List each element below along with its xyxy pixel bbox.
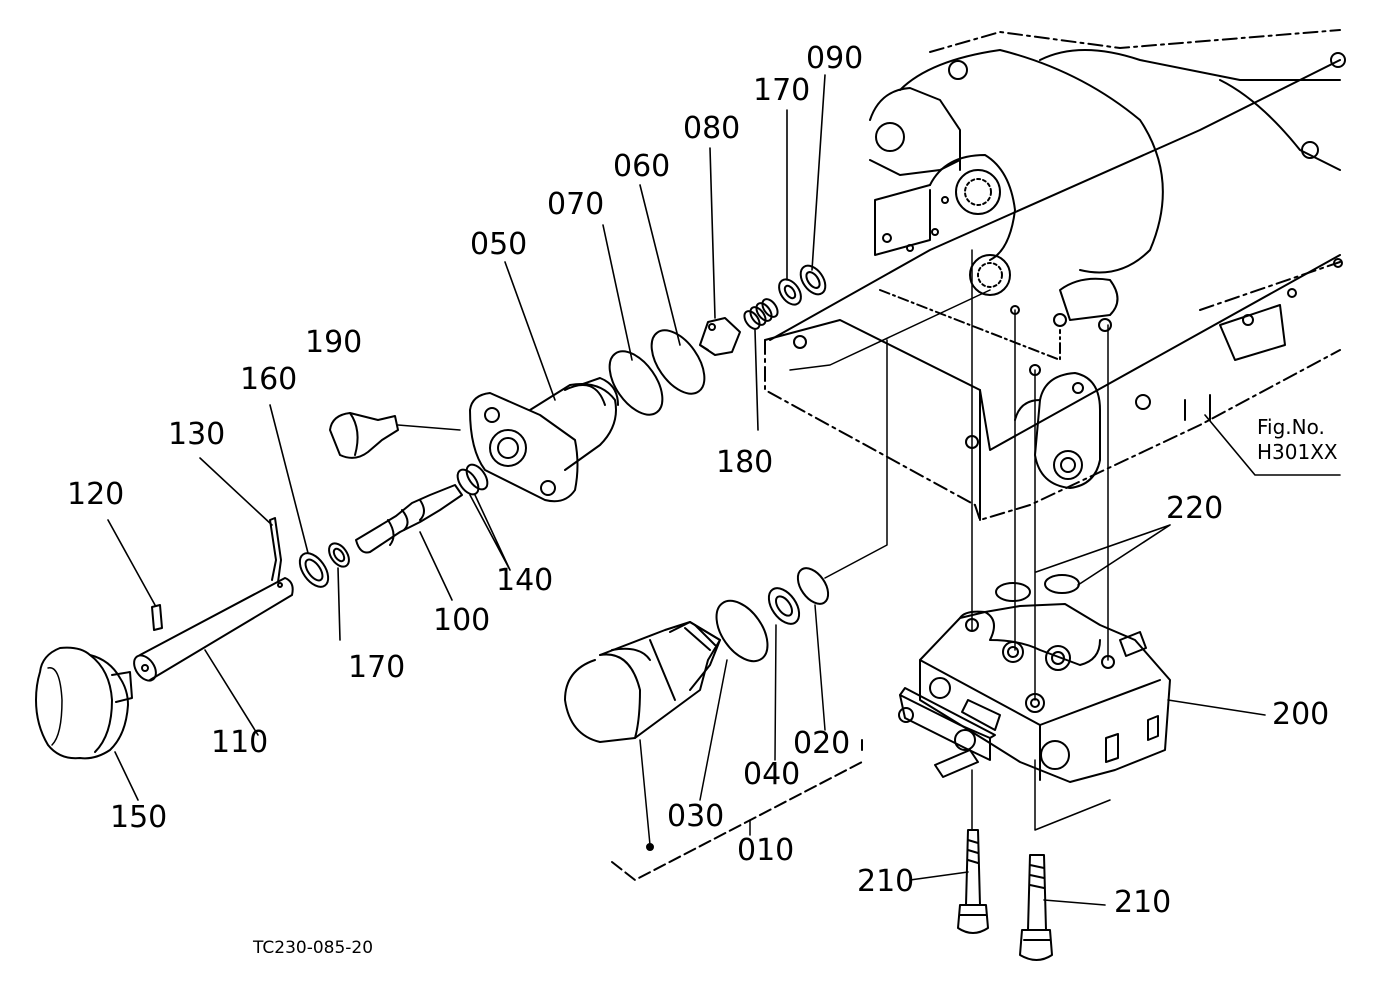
knob-150 (36, 648, 132, 759)
label-part-160: 160 (240, 362, 298, 397)
label-part-220: 220 (1166, 491, 1224, 526)
label-part-120: 120 (67, 477, 125, 512)
label-part-140: 140 (496, 563, 554, 598)
label-part-170-lower: 170 (348, 650, 406, 685)
figure-number-caption: Fig.No. H301XX (1257, 415, 1338, 465)
figure-label: Fig.No. (1257, 415, 1325, 439)
shaft-110 (130, 578, 293, 685)
o-rings-140 (453, 461, 491, 498)
figure-number: H301XX (1257, 440, 1338, 464)
spring-180 (741, 296, 780, 331)
label-part-090: 090 (806, 41, 864, 76)
poppet-080 (700, 318, 740, 355)
label-part-150: 150 (110, 800, 168, 835)
control-valve-200 (899, 604, 1170, 782)
label-part-100: 100 (433, 603, 491, 638)
relief-valve-010 (565, 563, 862, 880)
label-part-170-upper: 170 (753, 73, 811, 108)
spool-100 (356, 485, 462, 553)
label-part-200: 200 (1272, 697, 1330, 732)
cotter-pin-130 (270, 518, 281, 582)
label-part-130: 130 (168, 417, 226, 452)
label-part-080: 080 (683, 111, 741, 146)
label-part-190: 190 (305, 325, 363, 360)
label-part-070: 070 (547, 187, 605, 222)
transmission-housing (765, 30, 1345, 520)
label-part-180: 180 (716, 445, 774, 480)
label-part-110: 110 (211, 725, 269, 760)
label-part-060: 060 (613, 149, 671, 184)
alignment-lines (790, 250, 1110, 830)
drawing-code: TC230-085-20 (253, 938, 374, 958)
o-rings-220 (996, 575, 1079, 601)
washer-170 (325, 540, 353, 570)
label-part-210-left: 210 (857, 864, 915, 899)
label-part-050: 050 (470, 227, 528, 262)
leader-lines (108, 75, 1265, 905)
washers-170-090 (775, 261, 831, 308)
ring-160 (294, 548, 334, 592)
label-part-040: 040 (743, 757, 801, 792)
bolts-210 (958, 830, 1052, 960)
plug-190 (330, 413, 460, 458)
label-part-210-right: 210 (1114, 885, 1172, 920)
label-part-030: 030 (667, 799, 725, 834)
pin-120 (152, 605, 162, 630)
label-part-010: 010 (737, 833, 795, 868)
valve-body-050 (470, 321, 715, 501)
label-part-020: 020 (793, 726, 851, 761)
